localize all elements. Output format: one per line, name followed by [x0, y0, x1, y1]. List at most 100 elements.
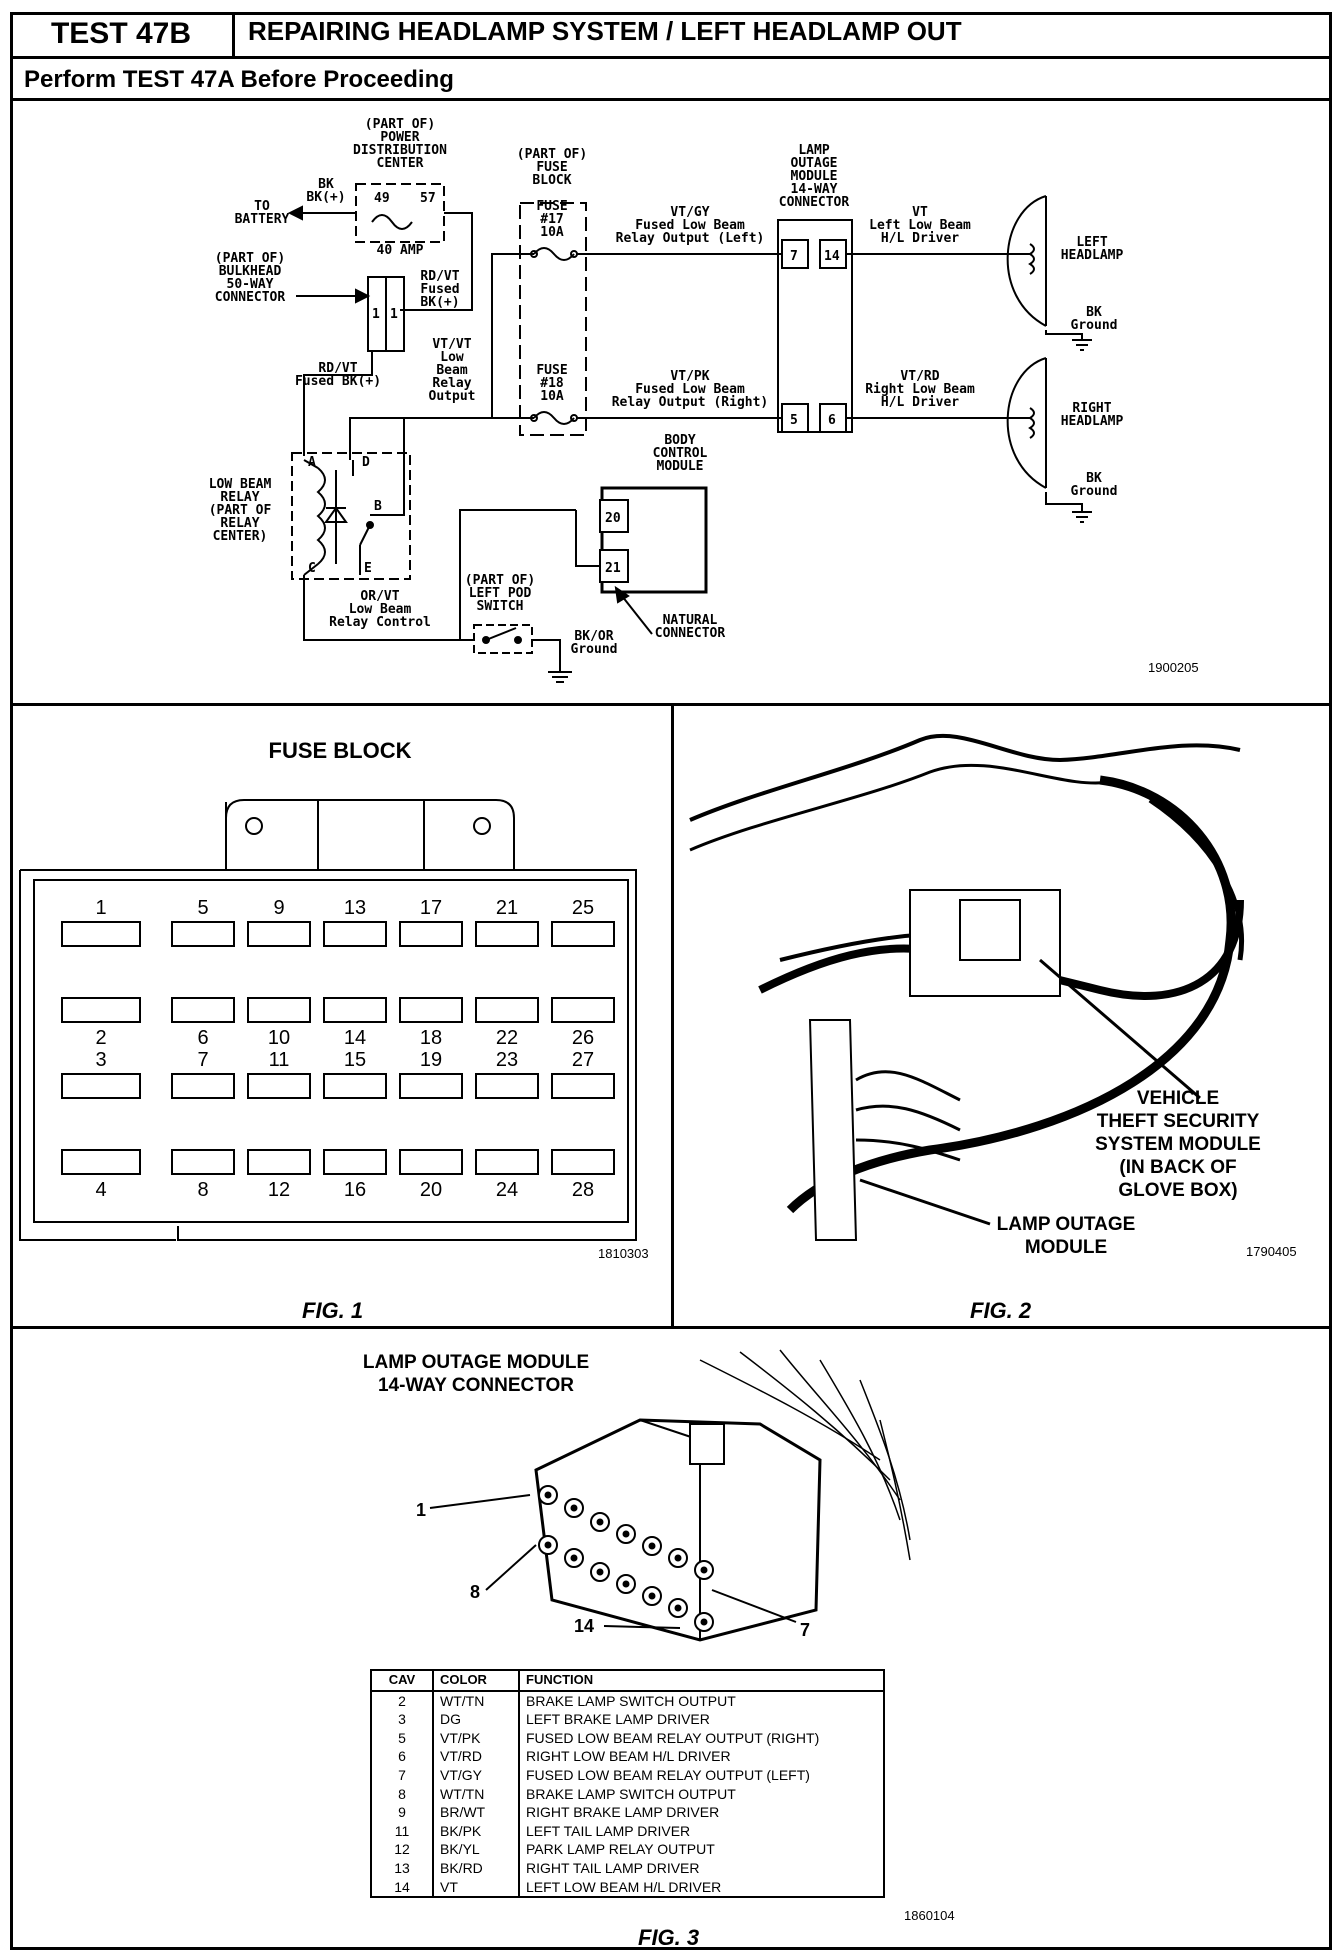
body-control-module [600, 486, 708, 594]
fuse-slot [475, 921, 539, 947]
or-vt-control-wire [303, 575, 474, 641]
function-cell: LEFT BRAKE LAMP DRIVER [526, 1711, 710, 1728]
fuse-slot [247, 1149, 311, 1175]
vtss-pointer [1039, 958, 1201, 1100]
cav-cell: 12 [371, 1840, 434, 1859]
fuse-slot [399, 1073, 463, 1099]
callout-14: 14 [574, 1616, 594, 1636]
function-cell: FUSED LOW BEAM RELAY OUTPUT (LEFT) [526, 1766, 810, 1783]
lom-pin-label: 7 [790, 249, 798, 264]
color-cell: DG [433, 1710, 520, 1729]
fuse-number: 9 [273, 897, 284, 919]
pod-switch-icon [485, 627, 517, 641]
fuse-slot [475, 1149, 539, 1175]
fuse-block-figure [19, 799, 637, 1241]
fuse-number: 18 [420, 1027, 442, 1049]
relay-pin-label: B [374, 499, 382, 514]
fuse-slot [247, 921, 311, 947]
mount-hole-icon [473, 817, 491, 835]
fuse-number: 28 [572, 1179, 594, 1201]
divider [671, 703, 674, 1326]
lom-pin-7 [781, 239, 809, 269]
fuse-number: 8 [197, 1179, 208, 1201]
fuse-block-tab [225, 799, 515, 870]
battery-arrow-icon [287, 205, 303, 221]
fuse-number: 13 [344, 897, 366, 919]
natural-pointer [621, 595, 653, 635]
fuse-number: 12 [268, 1179, 290, 1201]
fuse-number: 10 [268, 1027, 290, 1049]
fuse-number: 19 [420, 1049, 442, 1071]
bcm-wire [459, 509, 576, 640]
header-function: FUNCTION [519, 1670, 884, 1692]
pdc-pin-49: 49 [374, 191, 390, 206]
relay-box [291, 452, 411, 580]
function-cell: LEFT TAIL LAMP DRIVER [526, 1822, 691, 1839]
cavity-pin [700, 1566, 708, 1574]
fuse-number: 20 [420, 1179, 442, 1201]
mount-hole-icon [245, 817, 263, 835]
fuse-number: 26 [572, 1027, 594, 1049]
fuse-slot [323, 921, 387, 947]
fuse-slot [475, 1073, 539, 1099]
fig3-code: 1860104 [904, 1908, 955, 1923]
lom-pointer [859, 1178, 991, 1226]
page-title: REPAIRING HEADLAMP SYSTEM / LEFT HEADLAM… [248, 16, 962, 46]
fuse-slot [399, 1149, 463, 1175]
fuse-slot [61, 997, 141, 1023]
bk-or-ground-wire [532, 639, 561, 672]
fuse-number: 1 [95, 897, 106, 919]
lom-pin-label: 6 [828, 413, 836, 428]
color-cell: BR/WT [433, 1803, 520, 1822]
divider [10, 56, 1332, 59]
relay-pin-label: A [308, 455, 316, 470]
page-frame [10, 12, 1332, 1950]
cav-cell: 8 [371, 1784, 434, 1804]
fuse-number: 11 [269, 1049, 290, 1071]
fuse-slot [551, 997, 615, 1023]
fuse-slot [323, 1149, 387, 1175]
color-cell: WT/TN [433, 1784, 520, 1804]
fuse-number: 15 [344, 1049, 366, 1071]
fuse-number: 22 [496, 1027, 518, 1049]
divider [10, 98, 1332, 101]
cavity-pin [544, 1541, 552, 1549]
color-cell: VT/RD [433, 1747, 520, 1766]
bcm-pin-label: 20 [605, 511, 621, 526]
pdc-output-wire [400, 212, 473, 311]
color-cell: BK/YL [433, 1840, 520, 1859]
fuse-slot [551, 1149, 615, 1175]
cavity-holes [538, 1485, 714, 1632]
fuse-slot [399, 921, 463, 947]
cav-cell: 7 [371, 1765, 434, 1785]
function-cell: RIGHT LOW BEAM H/L DRIVER [526, 1748, 731, 1765]
fuse-number: 5 [197, 897, 208, 919]
cavity-pin [700, 1618, 708, 1626]
fuse-slot [61, 1073, 141, 1099]
